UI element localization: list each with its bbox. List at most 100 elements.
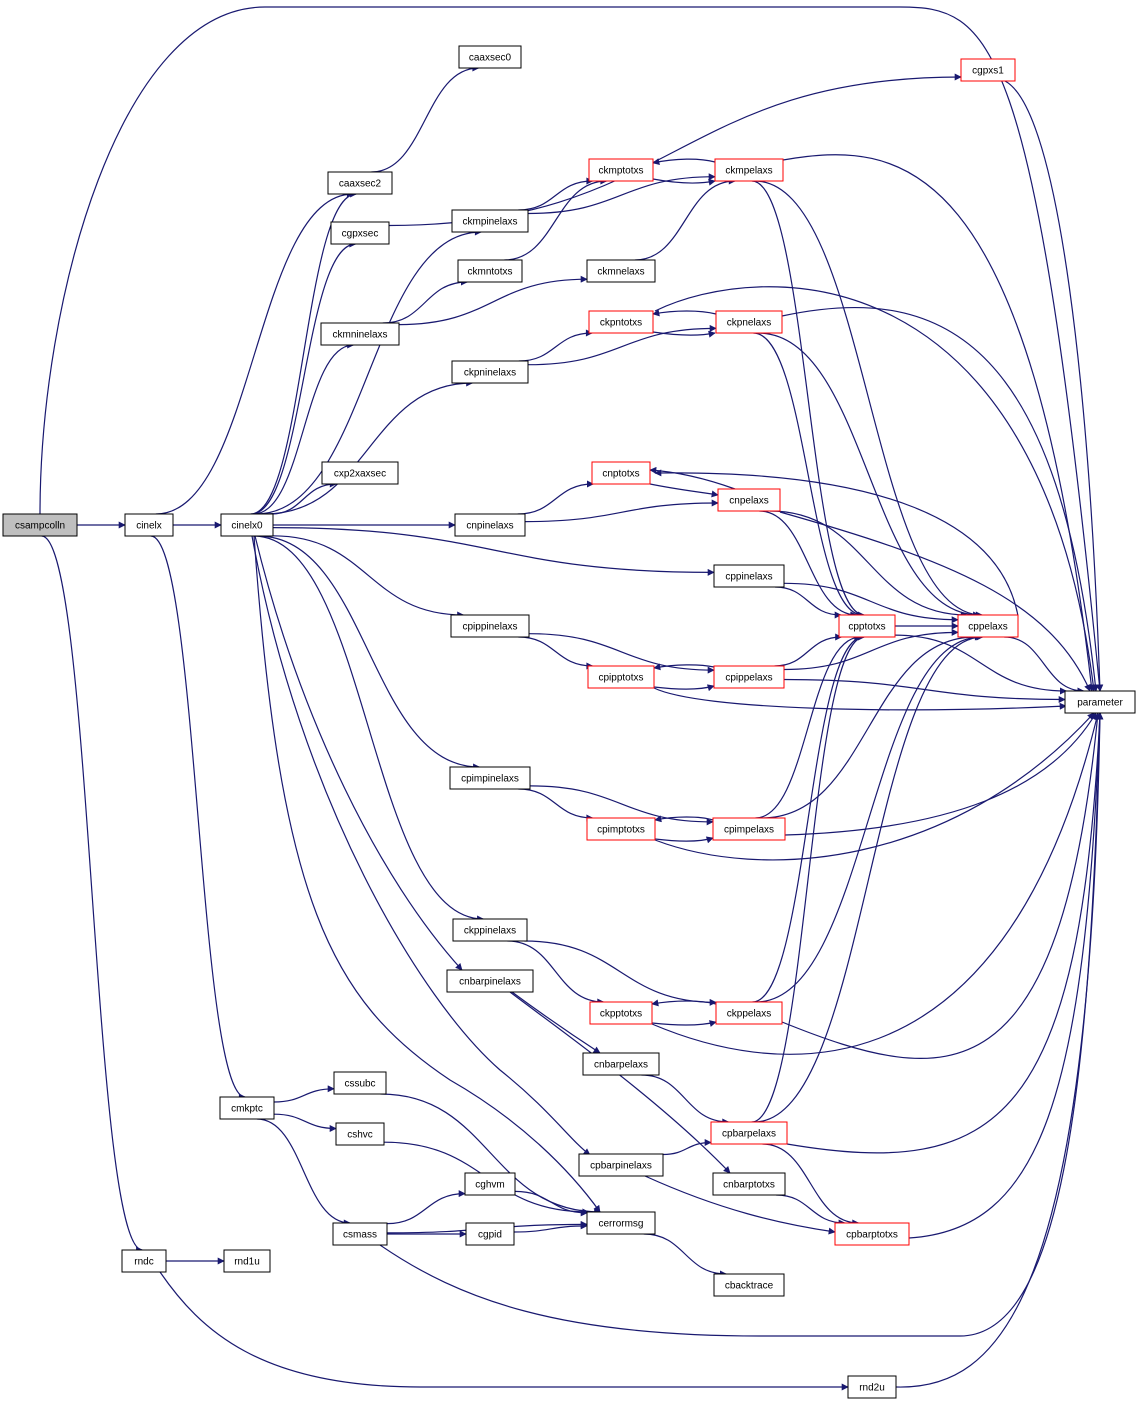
node-cbacktrace[interactable]: cbacktrace: [713, 1273, 785, 1297]
node-cgpid[interactable]: cgpid: [465, 1222, 515, 1246]
node-cppinelaxs[interactable]: cppinelaxs: [713, 564, 785, 588]
node-ckpntotxs[interactable]: ckpntotxs: [588, 310, 654, 334]
node-box-cmkptc[interactable]: [219, 1096, 275, 1120]
node-box-cpippinelaxs[interactable]: [450, 614, 530, 638]
node-cppelaxs[interactable]: cppelaxs: [957, 614, 1019, 638]
node-ckppinelaxs[interactable]: ckppinelaxs: [452, 918, 528, 942]
node-cnbarptotxs[interactable]: cnbarptotxs: [712, 1172, 786, 1196]
node-cinelx0[interactable]: cinelx0: [220, 513, 274, 537]
node-cnbarpelaxs[interactable]: cnbarpelaxs: [582, 1052, 660, 1076]
node-box-cbacktrace[interactable]: [713, 1273, 785, 1297]
node-cssubc[interactable]: cssubc: [333, 1071, 387, 1095]
node-cnpelaxs[interactable]: cnpelaxs: [717, 488, 781, 512]
node-box-cpippelaxs[interactable]: [713, 665, 785, 689]
node-box-cnbarpinelaxs[interactable]: [446, 969, 534, 993]
node-box-ckmpinelaxs[interactable]: [451, 209, 529, 233]
node-cshvc[interactable]: cshvc: [335, 1122, 385, 1146]
node-box-cnpinelaxs[interactable]: [454, 513, 526, 537]
node-cnptotxs[interactable]: cnptotxs: [591, 461, 651, 485]
node-box-cnbarptotxs[interactable]: [712, 1172, 786, 1196]
node-cerrormsg[interactable]: cerrormsg: [586, 1211, 656, 1235]
node-box-cgpid[interactable]: [465, 1222, 515, 1246]
node-ckmntotxs[interactable]: ckmntotxs: [457, 259, 523, 283]
node-cghvm[interactable]: cghvm: [464, 1172, 516, 1196]
node-cpbarpinelaxs[interactable]: cpbarpinelaxs: [578, 1153, 664, 1177]
node-cpbarpelaxs[interactable]: cpbarpelaxs: [710, 1121, 788, 1145]
node-ckpnelaxs[interactable]: ckpnelaxs: [715, 310, 783, 334]
node-ckmnelaxs[interactable]: ckmnelaxs: [586, 259, 656, 283]
node-cxp2xaxsec[interactable]: cxp2xaxsec: [321, 461, 399, 485]
node-box-cgpxs1[interactable]: [960, 58, 1016, 82]
node-cpipptotxs[interactable]: cpipptotxs: [587, 665, 655, 689]
node-box-ckmntotxs[interactable]: [457, 259, 523, 283]
node-box-parameter[interactable]: [1064, 690, 1136, 714]
node-rnd2u[interactable]: rnd2u: [847, 1375, 897, 1399]
node-cpptotxs[interactable]: cpptotxs: [838, 614, 896, 638]
node-box-ckpninelaxs[interactable]: [451, 360, 529, 384]
node-cgpxsec[interactable]: cgpxsec: [330, 221, 390, 245]
node-box-cpbarptotxs[interactable]: [834, 1222, 910, 1246]
node-ckpninelaxs[interactable]: ckpninelaxs: [451, 360, 529, 384]
node-box-rndc[interactable]: [121, 1249, 167, 1273]
node-box-cnpelaxs[interactable]: [717, 488, 781, 512]
node-cgpxs1[interactable]: cgpxs1: [960, 58, 1016, 82]
node-rnd1u[interactable]: rnd1u: [223, 1249, 271, 1273]
node-parameter[interactable]: parameter: [1064, 690, 1136, 714]
node-ckmpelaxs[interactable]: ckmpelaxs: [714, 158, 784, 182]
node-cpippinelaxs[interactable]: cpippinelaxs: [450, 614, 530, 638]
node-box-cnbarpelaxs[interactable]: [582, 1052, 660, 1076]
node-box-cnptotxs[interactable]: [591, 461, 651, 485]
node-cpimptotxs[interactable]: cpimptotxs: [586, 817, 656, 841]
node-box-cinelx0[interactable]: [220, 513, 274, 537]
node-box-ckpptotxs[interactable]: [589, 1001, 653, 1025]
node-cmkptc[interactable]: cmkptc: [219, 1096, 275, 1120]
node-box-rnd2u[interactable]: [847, 1375, 897, 1399]
node-box-cppinelaxs[interactable]: [713, 564, 785, 588]
node-box-cinelx[interactable]: [124, 513, 174, 537]
node-cpimpelaxs[interactable]: cpimpelaxs: [712, 817, 786, 841]
node-box-caaxsec0[interactable]: [458, 45, 522, 69]
node-ckmninelaxs[interactable]: ckmninelaxs: [320, 322, 400, 346]
node-box-ckmpelaxs[interactable]: [714, 158, 784, 182]
node-box-cghvm[interactable]: [464, 1172, 516, 1196]
node-box-cshvc[interactable]: [335, 1122, 385, 1146]
node-ckmptotxs[interactable]: ckmptotxs: [588, 158, 654, 182]
node-cpimpinelaxs[interactable]: cpimpinelaxs: [449, 766, 531, 790]
node-box-cpptotxs[interactable]: [838, 614, 896, 638]
node-box-ckpntotxs[interactable]: [588, 310, 654, 334]
node-cnbarpinelaxs[interactable]: cnbarpinelaxs: [446, 969, 534, 993]
node-cinelx[interactable]: cinelx: [124, 513, 174, 537]
node-caaxsec2[interactable]: caaxsec2: [327, 171, 393, 195]
node-box-ckmptotxs[interactable]: [588, 158, 654, 182]
node-csampcolln[interactable]: csampcolln: [2, 513, 78, 537]
node-box-cpimpelaxs[interactable]: [712, 817, 786, 841]
node-box-cxp2xaxsec[interactable]: [321, 461, 399, 485]
node-box-ckppinelaxs[interactable]: [452, 918, 528, 942]
node-ckpptotxs[interactable]: ckpptotxs: [589, 1001, 653, 1025]
node-box-cpipptotxs[interactable]: [587, 665, 655, 689]
node-box-cpimptotxs[interactable]: [586, 817, 656, 841]
node-box-cerrormsg[interactable]: [586, 1211, 656, 1235]
node-cpbarptotxs[interactable]: cpbarptotxs: [834, 1222, 910, 1246]
node-csmass[interactable]: csmass: [332, 1222, 388, 1246]
node-box-cgpxsec[interactable]: [330, 221, 390, 245]
node-caaxsec0[interactable]: caaxsec0: [458, 45, 522, 69]
node-box-ckmnelaxs[interactable]: [586, 259, 656, 283]
node-ckppelaxs[interactable]: ckppelaxs: [715, 1001, 783, 1025]
node-box-caaxsec2[interactable]: [327, 171, 393, 195]
node-box-ckmninelaxs[interactable]: [320, 322, 400, 346]
node-box-csampcolln[interactable]: [2, 513, 78, 537]
node-box-ckppelaxs[interactable]: [715, 1001, 783, 1025]
node-box-cpimpinelaxs[interactable]: [449, 766, 531, 790]
node-box-csmass[interactable]: [332, 1222, 388, 1246]
node-box-cppelaxs[interactable]: [957, 614, 1019, 638]
node-ckmpinelaxs[interactable]: ckmpinelaxs: [451, 209, 529, 233]
node-rndc[interactable]: rndc: [121, 1249, 167, 1273]
node-cnpinelaxs[interactable]: cnpinelaxs: [454, 513, 526, 537]
node-box-ckpnelaxs[interactable]: [715, 310, 783, 334]
node-box-cpbarpelaxs[interactable]: [710, 1121, 788, 1145]
node-cpippelaxs[interactable]: cpippelaxs: [713, 665, 785, 689]
node-box-cpbarpinelaxs[interactable]: [578, 1153, 664, 1177]
node-box-rnd1u[interactable]: [223, 1249, 271, 1273]
node-box-cssubc[interactable]: [333, 1071, 387, 1095]
